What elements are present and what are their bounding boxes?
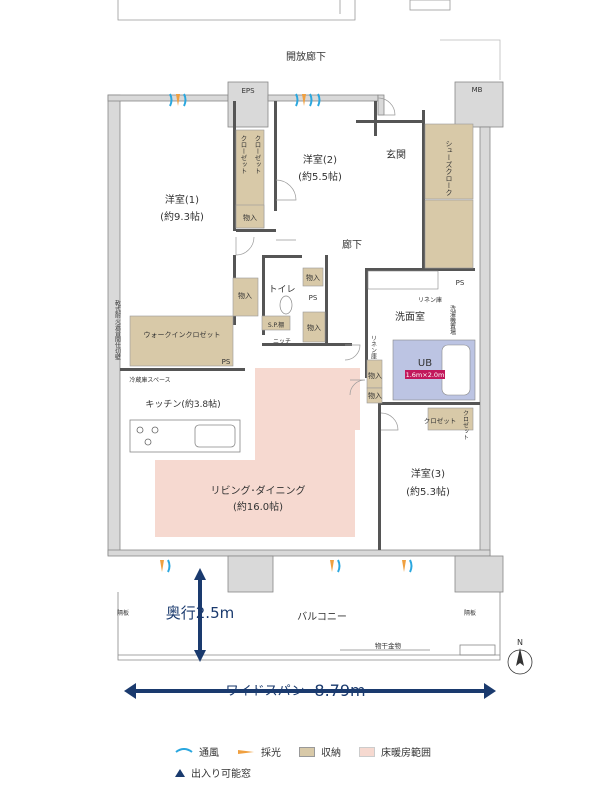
eps-label: EPS [241, 87, 255, 95]
vent-mark [402, 559, 413, 573]
sink [194, 424, 236, 448]
niche-label: ニッチ [273, 338, 291, 345]
room1-size: (約9.3帖) [160, 210, 204, 223]
legend-row-2: 出入り可能窓 [175, 765, 269, 780]
ub-size-label: 1.6m×2.0m [406, 371, 445, 379]
closet2-label: クローゼット [253, 135, 261, 175]
ub-label: UB [418, 358, 432, 369]
floor-heating-swatch [359, 746, 375, 757]
legend-ventilation: 通風 [175, 744, 219, 759]
wide-span-value: 8.79m [314, 681, 365, 700]
linen-label: リネン庫 [418, 296, 442, 304]
walkin-label: ウォークインクロゼット [144, 330, 221, 339]
room3-name: 洋室(3) [411, 467, 445, 480]
ps-label-2: PS [456, 279, 465, 287]
roof-outline [117, 0, 501, 80]
bathtub [441, 344, 471, 396]
ventilation-icon [175, 747, 193, 753]
room2-size: (約5.5帖) [298, 170, 342, 183]
depth-label: 奥行2.5m [166, 604, 234, 622]
shoes-cloak-label: シューズクローク [445, 140, 453, 196]
doors [235, 97, 399, 431]
room1-name: 洋室(1) [165, 193, 199, 206]
kitchen-label: キッチン(約3.8帖) [145, 398, 220, 410]
vent-mark [295, 93, 313, 107]
wide-span-label: ワイドスパン [226, 684, 305, 699]
legend-storage: 収納 [299, 744, 341, 759]
storage-label-5: 物入 [368, 371, 382, 380]
balcony-label: バルコニー [297, 611, 347, 623]
vent-light-marks [160, 93, 413, 573]
toilet-label: トイレ [268, 285, 295, 295]
legend-window-access: 出入り可能窓 [175, 765, 251, 780]
storage-swatch [299, 746, 315, 757]
closet3-label: クロゼット [424, 416, 457, 425]
balcony [117, 592, 501, 661]
toilet-icon [279, 295, 293, 315]
storage-label-3: 物入 [306, 273, 320, 282]
side-note-label: 乾式耐火遮音間仕切壁 [114, 299, 121, 360]
storage-label-6: 物入 [368, 391, 382, 400]
mb-label: MB [472, 86, 483, 94]
closet3b-label: クロゼット [462, 410, 469, 440]
corridor-label: 開放廊下 [286, 50, 326, 63]
room2-name: 洋室(2) [303, 153, 337, 166]
legend-storage-label: 収納 [321, 748, 341, 759]
floor-heating-area [155, 368, 360, 537]
legend-floor-heating: 床暖房範囲 [359, 744, 431, 759]
stove-icon [136, 426, 159, 446]
legend-floor-heating-label: 床暖房範囲 [381, 748, 431, 759]
vent-mark [160, 559, 171, 573]
legend-lighting: 採光 [237, 744, 281, 759]
north-icon [507, 648, 533, 675]
vent-mark [317, 93, 321, 107]
legend-row-1: 通風 採光 収納 床暖房範囲 [175, 744, 449, 759]
outer-walls [107, 81, 504, 593]
legend-window-access-label: 出入り可能窓 [191, 769, 251, 780]
north-label: N [517, 638, 523, 647]
legend-lighting-label: 採光 [261, 748, 281, 759]
ub-size-tag [405, 370, 445, 379]
washroom-counter [367, 270, 439, 290]
linen2-label: リネン庫 [370, 335, 377, 360]
living-size: (約16.0帖) [233, 500, 283, 513]
fridge-label: 冷蔵庫スペース [129, 376, 170, 384]
dryer-label: 物干金物 [375, 641, 402, 650]
storage-label-1: 物入 [243, 213, 257, 222]
entrance-label: 玄関 [386, 148, 406, 161]
hallway-label: 廊下 [342, 238, 362, 251]
partition-left-label: 隔板 [117, 609, 129, 617]
triangle-icon [175, 768, 185, 777]
legend: 通風 採光 収納 床暖房範囲 出入り可能窓 [0, 740, 610, 788]
ps-label-1: PS [309, 294, 318, 302]
closet1-label: クローゼット [239, 135, 247, 175]
partition-right-label: 隔板 [464, 609, 476, 617]
washroom-label: 洗面室 [395, 310, 425, 323]
vent-mark [169, 93, 187, 107]
room3-size: (約5.3帖) [406, 485, 450, 498]
washer-label: 洗濯機置場 [449, 304, 456, 336]
legend-ventilation-label: 通風 [199, 748, 219, 759]
storage-areas [129, 123, 474, 431]
ps-label-3: PS [222, 358, 231, 366]
vent-mark [330, 559, 341, 573]
lighting-icon [238, 749, 254, 754]
sp-shelf-label: S.P.棚 [268, 321, 284, 329]
living-name: リビング･ダイニング [211, 484, 306, 497]
storage-label-2: 物入 [238, 291, 252, 300]
depth-arrow [194, 568, 206, 662]
wide-span-arrow [124, 683, 496, 699]
storage-label-4: 物入 [307, 323, 321, 332]
